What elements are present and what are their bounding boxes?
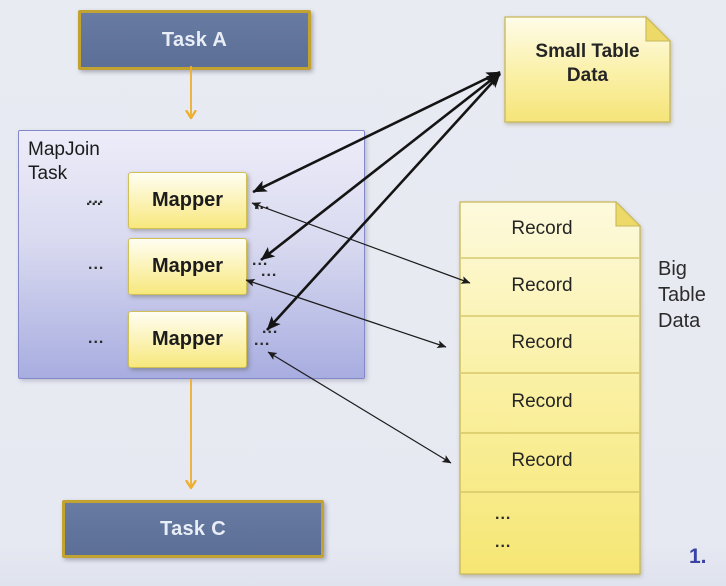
- mapper-3-label: Mapper: [151, 328, 224, 350]
- page-number: 1.: [689, 545, 707, 568]
- small-table-fold-corner: [645, 15, 672, 42]
- task-c-node: Task C: [62, 500, 324, 558]
- task-a-node: Task A: [78, 10, 311, 70]
- mapjoin-task-label: MapJoin Task: [28, 139, 100, 184]
- record-row-3: Record: [511, 332, 573, 353]
- mapper-2-label: Mapper: [151, 255, 224, 277]
- mapper-3-right-ellipsis-b: ...: [254, 332, 271, 349]
- small-table-data-label: Small Table Data: [535, 41, 640, 86]
- mapper-1-label: Mapper: [151, 189, 224, 211]
- task-c-label: Task C: [160, 517, 226, 540]
- mapper-2-right-ellipsis-b: ...: [261, 263, 278, 280]
- mapper-node-3: Mapper: [128, 311, 247, 368]
- mapper-node-1: Mapper: [128, 172, 247, 229]
- record-row-1: Record: [511, 218, 573, 239]
- mapper-node-2: Mapper: [128, 238, 247, 295]
- record-overflow-ellipsis-a: ...: [495, 506, 512, 523]
- task-a-label: Task A: [161, 28, 228, 51]
- mapjoin-ellipsis: ...: [86, 192, 103, 209]
- record-row-4: Record: [511, 391, 573, 412]
- mapper-1-left-ellipsis: ...: [88, 190, 105, 207]
- mapper-2-left-ellipsis: ...: [88, 256, 105, 273]
- record-overflow-ellipsis-b: ...: [495, 534, 512, 551]
- big-table-data-label: Big Table Data: [658, 258, 706, 332]
- record-row-5: Record: [511, 450, 573, 471]
- mapper-1-right-ellipsis: ...: [254, 196, 271, 213]
- record-stack-shape: [459, 201, 641, 575]
- record-row-2: Record: [511, 275, 573, 296]
- mapper-3-left-ellipsis: ...: [88, 330, 105, 347]
